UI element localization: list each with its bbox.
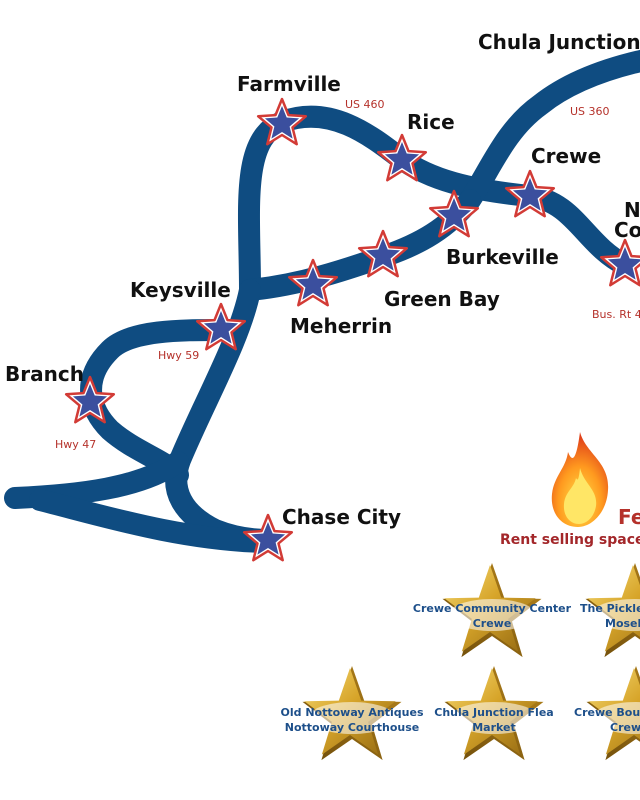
gold-stars	[302, 563, 640, 761]
location-the-pickled[interactable]: The Pickled Mosele	[580, 601, 640, 631]
road-label-us-360: US 360	[570, 105, 610, 118]
town-label-nottoway-line2: Co	[614, 218, 640, 242]
town-label-rice: Rice	[407, 110, 455, 134]
town-star-chase-city[interactable]	[242, 513, 294, 562]
location-crewe-community-center[interactable]: Crewe Community Center Crewe	[400, 601, 584, 631]
town-star-farmville[interactable]	[256, 97, 308, 146]
location-name: Crewe Community Center	[412, 602, 572, 615]
gold-star-old-nottoway-antiques	[302, 666, 402, 761]
road-label-hwy-47: Hwy 47	[55, 438, 97, 451]
town-label-burkeville: Burkeville	[446, 245, 559, 269]
location-old-nottoway-antiques[interactable]: Old Nottoway Antiques Nottoway Courthous…	[262, 705, 442, 735]
town-star-crewe[interactable]	[504, 169, 556, 218]
location-name: Crewe Bouti	[574, 706, 640, 719]
town-label-chula-junction: Chula Junction	[478, 30, 640, 54]
town-star-meherrin[interactable]	[287, 258, 339, 307]
town-label-meherrin: Meherrin	[290, 314, 393, 338]
road-west-lower	[29, 489, 276, 553]
location-town: Crew	[610, 721, 640, 734]
road-network	[4, 49, 640, 553]
town-star-burkeville[interactable]	[428, 189, 480, 238]
flame-icon	[551, 432, 609, 527]
location-name: Old Nottoway Antiques	[280, 706, 424, 719]
road-label-us-460: US 460	[345, 98, 385, 111]
location-crewe-bouti[interactable]: Crewe Bouti Crew	[574, 705, 640, 735]
location-chula-junction-flea-market[interactable]: Chula Junction Flea Market	[424, 705, 564, 735]
town-label-branch: Branch	[5, 362, 84, 386]
road-label-hwy-59: Hwy 59	[158, 349, 200, 362]
gold-star-chula-junction-flea-market	[444, 666, 544, 761]
road-us-460	[237, 105, 636, 301]
town-star-rice[interactable]	[376, 133, 428, 182]
town-star-green-bay[interactable]	[357, 229, 409, 278]
town-star-nottoway-courthouse[interactable]	[599, 238, 640, 287]
location-town: Crewe	[472, 617, 512, 630]
location-town: Mosele	[605, 617, 640, 630]
festival-subtitle: Rent selling space at	[500, 532, 640, 548]
gold-star-crewe-bouti	[586, 666, 640, 761]
gold-star-the-pickled	[585, 563, 640, 658]
location-town: Market	[472, 721, 516, 734]
festival-title: Fe	[618, 505, 640, 529]
town-label-crewe: Crewe	[531, 144, 602, 168]
town-label-nottoway-line1: N	[624, 198, 640, 222]
road-us-360	[459, 49, 640, 211]
town-star-branch[interactable]	[64, 375, 116, 424]
town-stars	[64, 97, 640, 562]
town-label-keysville: Keysville	[130, 278, 231, 302]
town-label-farmville: Farmville	[237, 72, 341, 96]
location-town: Nottoway Courthouse	[284, 721, 420, 734]
location-name: Chula Junction Flea	[434, 706, 554, 719]
gold-star-crewe-community-center	[442, 563, 542, 658]
location-name: The Pickled	[580, 602, 640, 615]
town-label-chase-city: Chase City	[282, 505, 401, 529]
road-label-bus-rt-4: Bus. Rt 4	[592, 308, 640, 321]
town-label-green-bay: Green Bay	[384, 287, 500, 311]
town-star-keysville[interactable]	[195, 302, 247, 351]
